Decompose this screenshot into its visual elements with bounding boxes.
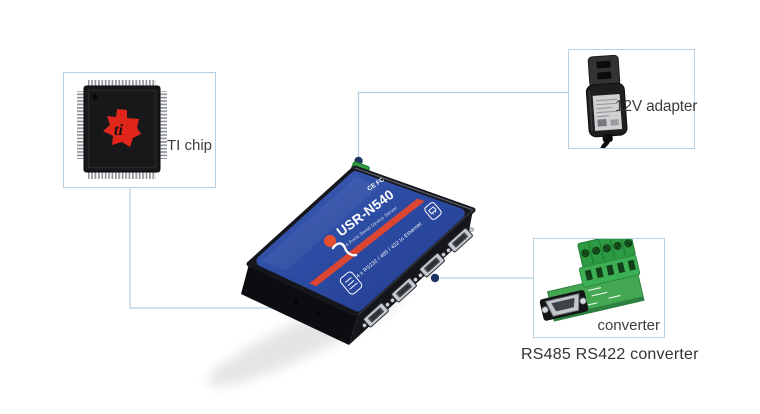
db9-serial-port-3 — [418, 252, 446, 278]
terminal-screw-slots — [582, 241, 632, 256]
adapter-label-print — [595, 98, 618, 118]
converter-caption: RS485 RS422 converter — [521, 346, 699, 363]
label-stripe — [292, 181, 444, 302]
ti-chip-image: ti — [77, 80, 167, 179]
pcb-silkscreen — [587, 287, 621, 306]
converter-label: converter — [597, 317, 660, 334]
chip-pins-bottom — [88, 171, 156, 179]
adapter-plug-block — [587, 54, 621, 88]
connector-line-adapter — [357, 91, 568, 157]
adapter-image — [585, 54, 628, 148]
usr-logo-icon — [324, 235, 358, 257]
ti-logo-icon: ti — [103, 109, 141, 147]
callout-box-converter: converter — [533, 238, 665, 338]
connector-dot-serial — [430, 273, 440, 283]
svg-text:ti: ti — [114, 122, 123, 139]
db9-connector — [539, 290, 589, 321]
chip-bevel — [87, 89, 157, 169]
connector-line-ti-chip — [129, 188, 281, 309]
ethernet-shield-icon — [424, 202, 442, 220]
chip-pin1-dimple — [92, 94, 98, 100]
edge-highlight — [354, 167, 474, 211]
adapter-body-highlight — [588, 91, 593, 132]
adapter-label: 12V adapter — [615, 98, 698, 115]
db9-serial-ports — [362, 227, 474, 328]
serial-connector-icon — [339, 271, 363, 295]
side-screw-hole — [316, 312, 320, 316]
chip-pins-right — [159, 91, 167, 159]
adapter-prong — [597, 71, 612, 80]
db9-serial-port-2 — [390, 277, 418, 303]
db9-serial-port-1 — [362, 302, 390, 328]
edge-highlight — [357, 209, 474, 316]
device-left-face — [241, 264, 358, 345]
side-screw-hole — [294, 300, 298, 304]
adapter-prong — [596, 60, 611, 69]
ti-chip-label: TI chip — [167, 137, 213, 154]
callout-box-ti-chip: ti TI chip — [63, 72, 216, 188]
db9-serial-port-4 — [446, 227, 474, 253]
chip-pins-top — [88, 80, 156, 88]
callout-box-adapter: 12V adapter — [568, 49, 698, 149]
adapter-cable — [600, 137, 611, 148]
adapter-label-mark — [610, 119, 619, 126]
converter-pcb-edge — [553, 296, 644, 321]
adapter-label-mark — [597, 119, 607, 127]
terminal-block — [577, 239, 641, 288]
converter-image — [539, 239, 645, 322]
cert-circle-icon — [390, 170, 398, 178]
terminal-wire-holes — [584, 259, 636, 281]
chip-pins-left — [77, 91, 85, 159]
label-gloss — [262, 177, 380, 271]
